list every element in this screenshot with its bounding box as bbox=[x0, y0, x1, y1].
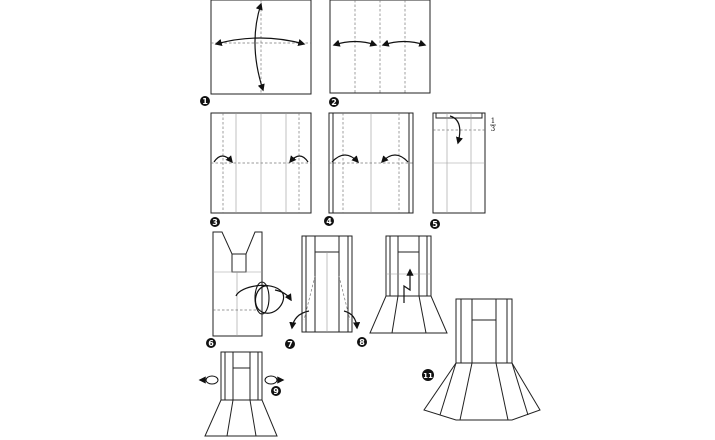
skirt bbox=[423, 362, 541, 421]
step-badge-9: 9 bbox=[271, 386, 281, 396]
svg-text:6: 6 bbox=[208, 339, 214, 348]
fold-arrow-right bbox=[381, 39, 427, 47]
step-badge-4: 4 bbox=[324, 216, 334, 226]
right-strap bbox=[338, 235, 349, 333]
twist-arrow-right bbox=[264, 375, 278, 385]
svg-text:4: 4 bbox=[326, 217, 332, 226]
svg-text:3: 3 bbox=[212, 218, 218, 227]
twist-arrow-left bbox=[205, 375, 219, 385]
fold-arrow-left bbox=[331, 154, 359, 164]
turn-over-arrow-path bbox=[235, 284, 285, 314]
fold-arrow-right bbox=[343, 310, 361, 330]
fold-arrow-vertical bbox=[254, 2, 265, 92]
skirt bbox=[369, 295, 448, 334]
fold-arrow-right bbox=[381, 154, 409, 164]
step-7-diagram: 7 bbox=[285, 235, 361, 349]
step-badge-5: 5 bbox=[430, 219, 440, 229]
step-2-diagram: 2 bbox=[329, 0, 431, 107]
svg-text:11: 11 bbox=[423, 372, 433, 380]
fold-arrow-left bbox=[332, 39, 378, 47]
svg-text:8: 8 bbox=[359, 338, 365, 347]
svg-text:5: 5 bbox=[432, 220, 438, 229]
fold-arrow-right bbox=[289, 155, 309, 164]
fold-line-left bbox=[303, 275, 316, 321]
step-badge-8: 8 bbox=[357, 337, 367, 347]
top-edge bbox=[435, 112, 483, 119]
step-badge-7: 7 bbox=[285, 339, 295, 349]
one-third-label: 1 3 bbox=[490, 117, 496, 133]
skirt-pleat bbox=[391, 295, 399, 334]
step-5-diagram: 1 3 5 bbox=[430, 112, 496, 229]
skirt-pleat bbox=[226, 399, 234, 437]
step-badge-6: 6 bbox=[206, 338, 216, 348]
turn-over-loop bbox=[254, 281, 270, 315]
step-badge-1: 1 bbox=[200, 96, 210, 106]
step-9-diagram: 9 bbox=[198, 351, 285, 437]
fold-arrow-left bbox=[289, 310, 310, 330]
pleat-arrow-up bbox=[403, 268, 414, 303]
bodice bbox=[385, 235, 432, 297]
svg-text:1: 1 bbox=[202, 97, 208, 106]
paper-shape bbox=[212, 231, 263, 337]
step-6-diagram: 6 bbox=[206, 231, 292, 348]
step-badge-3: 3 bbox=[210, 217, 220, 227]
step-11-finished-dress: 11 bbox=[422, 298, 541, 421]
step-badge-2: 2 bbox=[329, 97, 339, 107]
skirt bbox=[204, 399, 278, 437]
step-badge-11: 11 bbox=[422, 369, 434, 381]
skirt-pleat bbox=[495, 362, 509, 421]
skirt-pleat bbox=[418, 295, 427, 334]
skirt-pleat bbox=[249, 399, 257, 437]
svg-text:2: 2 bbox=[331, 98, 337, 107]
skirt-edge bbox=[511, 362, 529, 416]
step-1-diagram: 1 bbox=[200, 0, 312, 106]
skirt-pleat bbox=[459, 362, 473, 421]
step-4-diagram: 4 bbox=[324, 112, 414, 226]
step-8-diagram: 8 bbox=[357, 235, 448, 347]
skirt-edge bbox=[439, 362, 457, 416]
bodice bbox=[455, 298, 513, 364]
svg-text:1: 1 bbox=[491, 117, 495, 125]
fold-arrow-down bbox=[449, 115, 463, 145]
bodice bbox=[220, 351, 263, 401]
svg-text:7: 7 bbox=[287, 340, 293, 349]
step-3-diagram: 3 bbox=[210, 112, 312, 227]
turn-over-arrow bbox=[274, 289, 292, 302]
fold-arrow-left bbox=[213, 155, 233, 164]
svg-text:3: 3 bbox=[491, 125, 495, 133]
left-strap bbox=[305, 235, 316, 333]
svg-text:9: 9 bbox=[273, 387, 279, 396]
